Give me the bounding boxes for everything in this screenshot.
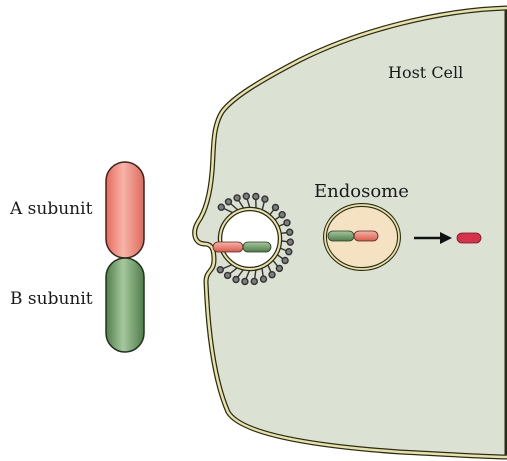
a-subunit-label: A subunit [10,199,93,219]
b-subunit-block [105,257,145,353]
vesicle-toxin-a-chain [212,241,244,253]
endosome-membrane [324,204,400,270]
endosome-toxin-a-chain [353,230,379,242]
released-a-chain [456,232,482,244]
endosome-label: Endosome [314,181,409,202]
coated-vesicle-membrane [219,208,281,270]
endosome-toxin [327,230,379,242]
host-cell-membrane-inner [193,6,507,459]
a-subunit-block [105,161,145,259]
endosome-toxin-b-chain [327,230,355,242]
vesicle-toxin [212,241,272,253]
release-arrow [414,232,452,244]
b-subunit-label: B subunit [10,289,93,309]
vesicle-coat-spikes [216,192,294,286]
vesicle-toxin-b-chain [242,241,272,253]
host-cell-label: Host Cell [388,63,464,82]
